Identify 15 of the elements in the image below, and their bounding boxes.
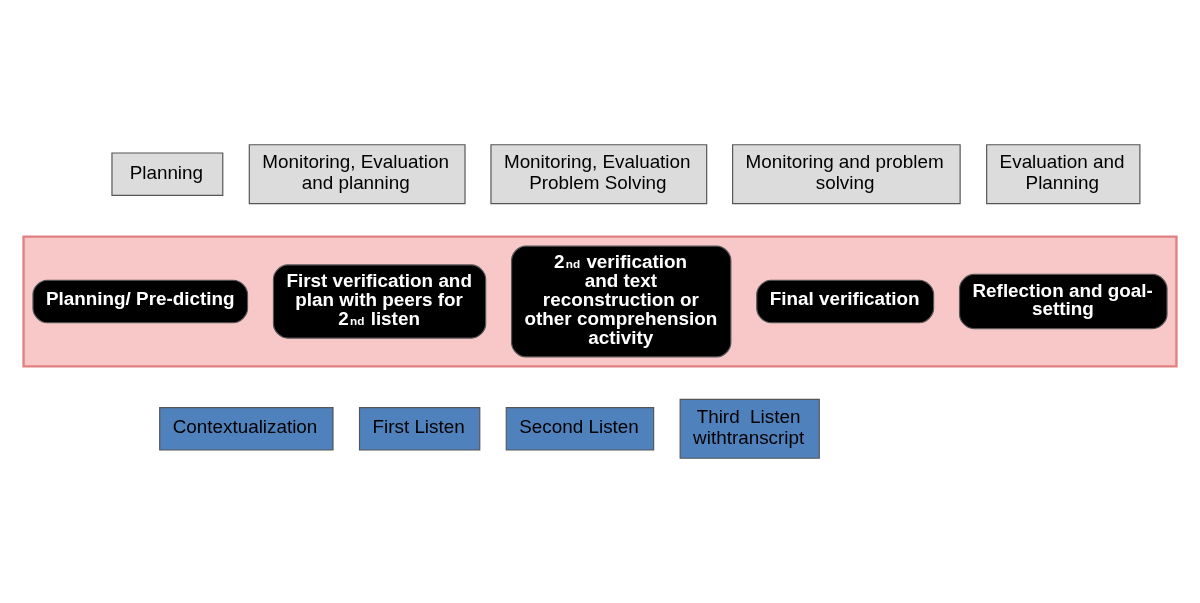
- node-box: Planning/ Pre-dicting: [32, 279, 249, 324]
- cluster: [22, 235, 1178, 368]
- node-box: Monitoring and problem solving: [732, 144, 961, 205]
- node-box: Evaluation and Planning: [986, 144, 1141, 205]
- node-box: Contextualization: [159, 407, 334, 451]
- node-box: Reflection and goal-setting: [958, 273, 1168, 330]
- node-box: Final verification: [756, 279, 935, 324]
- node-box: Monitoring, Evaluation Problem Solving: [490, 144, 708, 205]
- node-box: First verification and plan with peers for 2nd listen: [272, 264, 487, 339]
- node-box: Third Listen withtranscript: [679, 398, 820, 459]
- node-box: Second Listen: [505, 407, 655, 451]
- node-box: Monitoring, Evaluation and planning: [248, 144, 466, 205]
- node-box: First Listen: [358, 407, 481, 451]
- node-box: 2nd verification and text reconstruction or other comprehension activity: [511, 245, 732, 358]
- node-box: Planning: [111, 152, 224, 196]
